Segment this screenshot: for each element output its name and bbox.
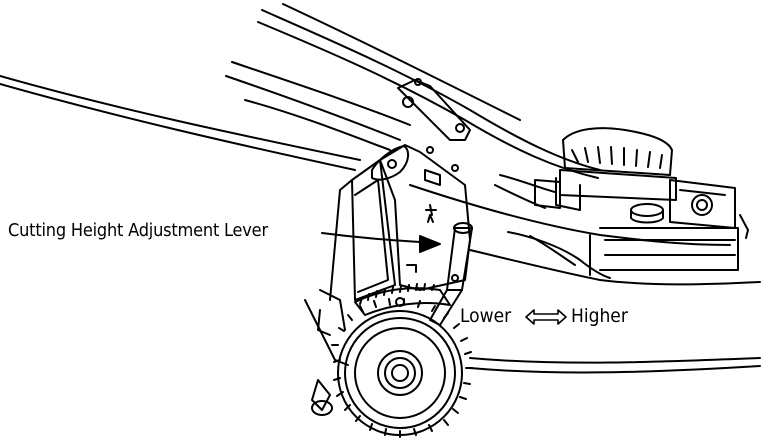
engine	[494, 127, 749, 239]
lower-label: Lower	[460, 305, 512, 327]
pointer-arrow	[321, 232, 441, 253]
lever-label: Cutting Height Adjustment Lever	[8, 220, 268, 241]
higher-label: Higher	[571, 305, 628, 327]
double-arrow-icon	[525, 309, 567, 325]
mower-deck	[409, 184, 761, 374]
wheel	[311, 298, 473, 438]
gear-sector	[354, 283, 451, 316]
handle-bars	[0, 3, 601, 179]
height-bracket	[304, 78, 471, 366]
